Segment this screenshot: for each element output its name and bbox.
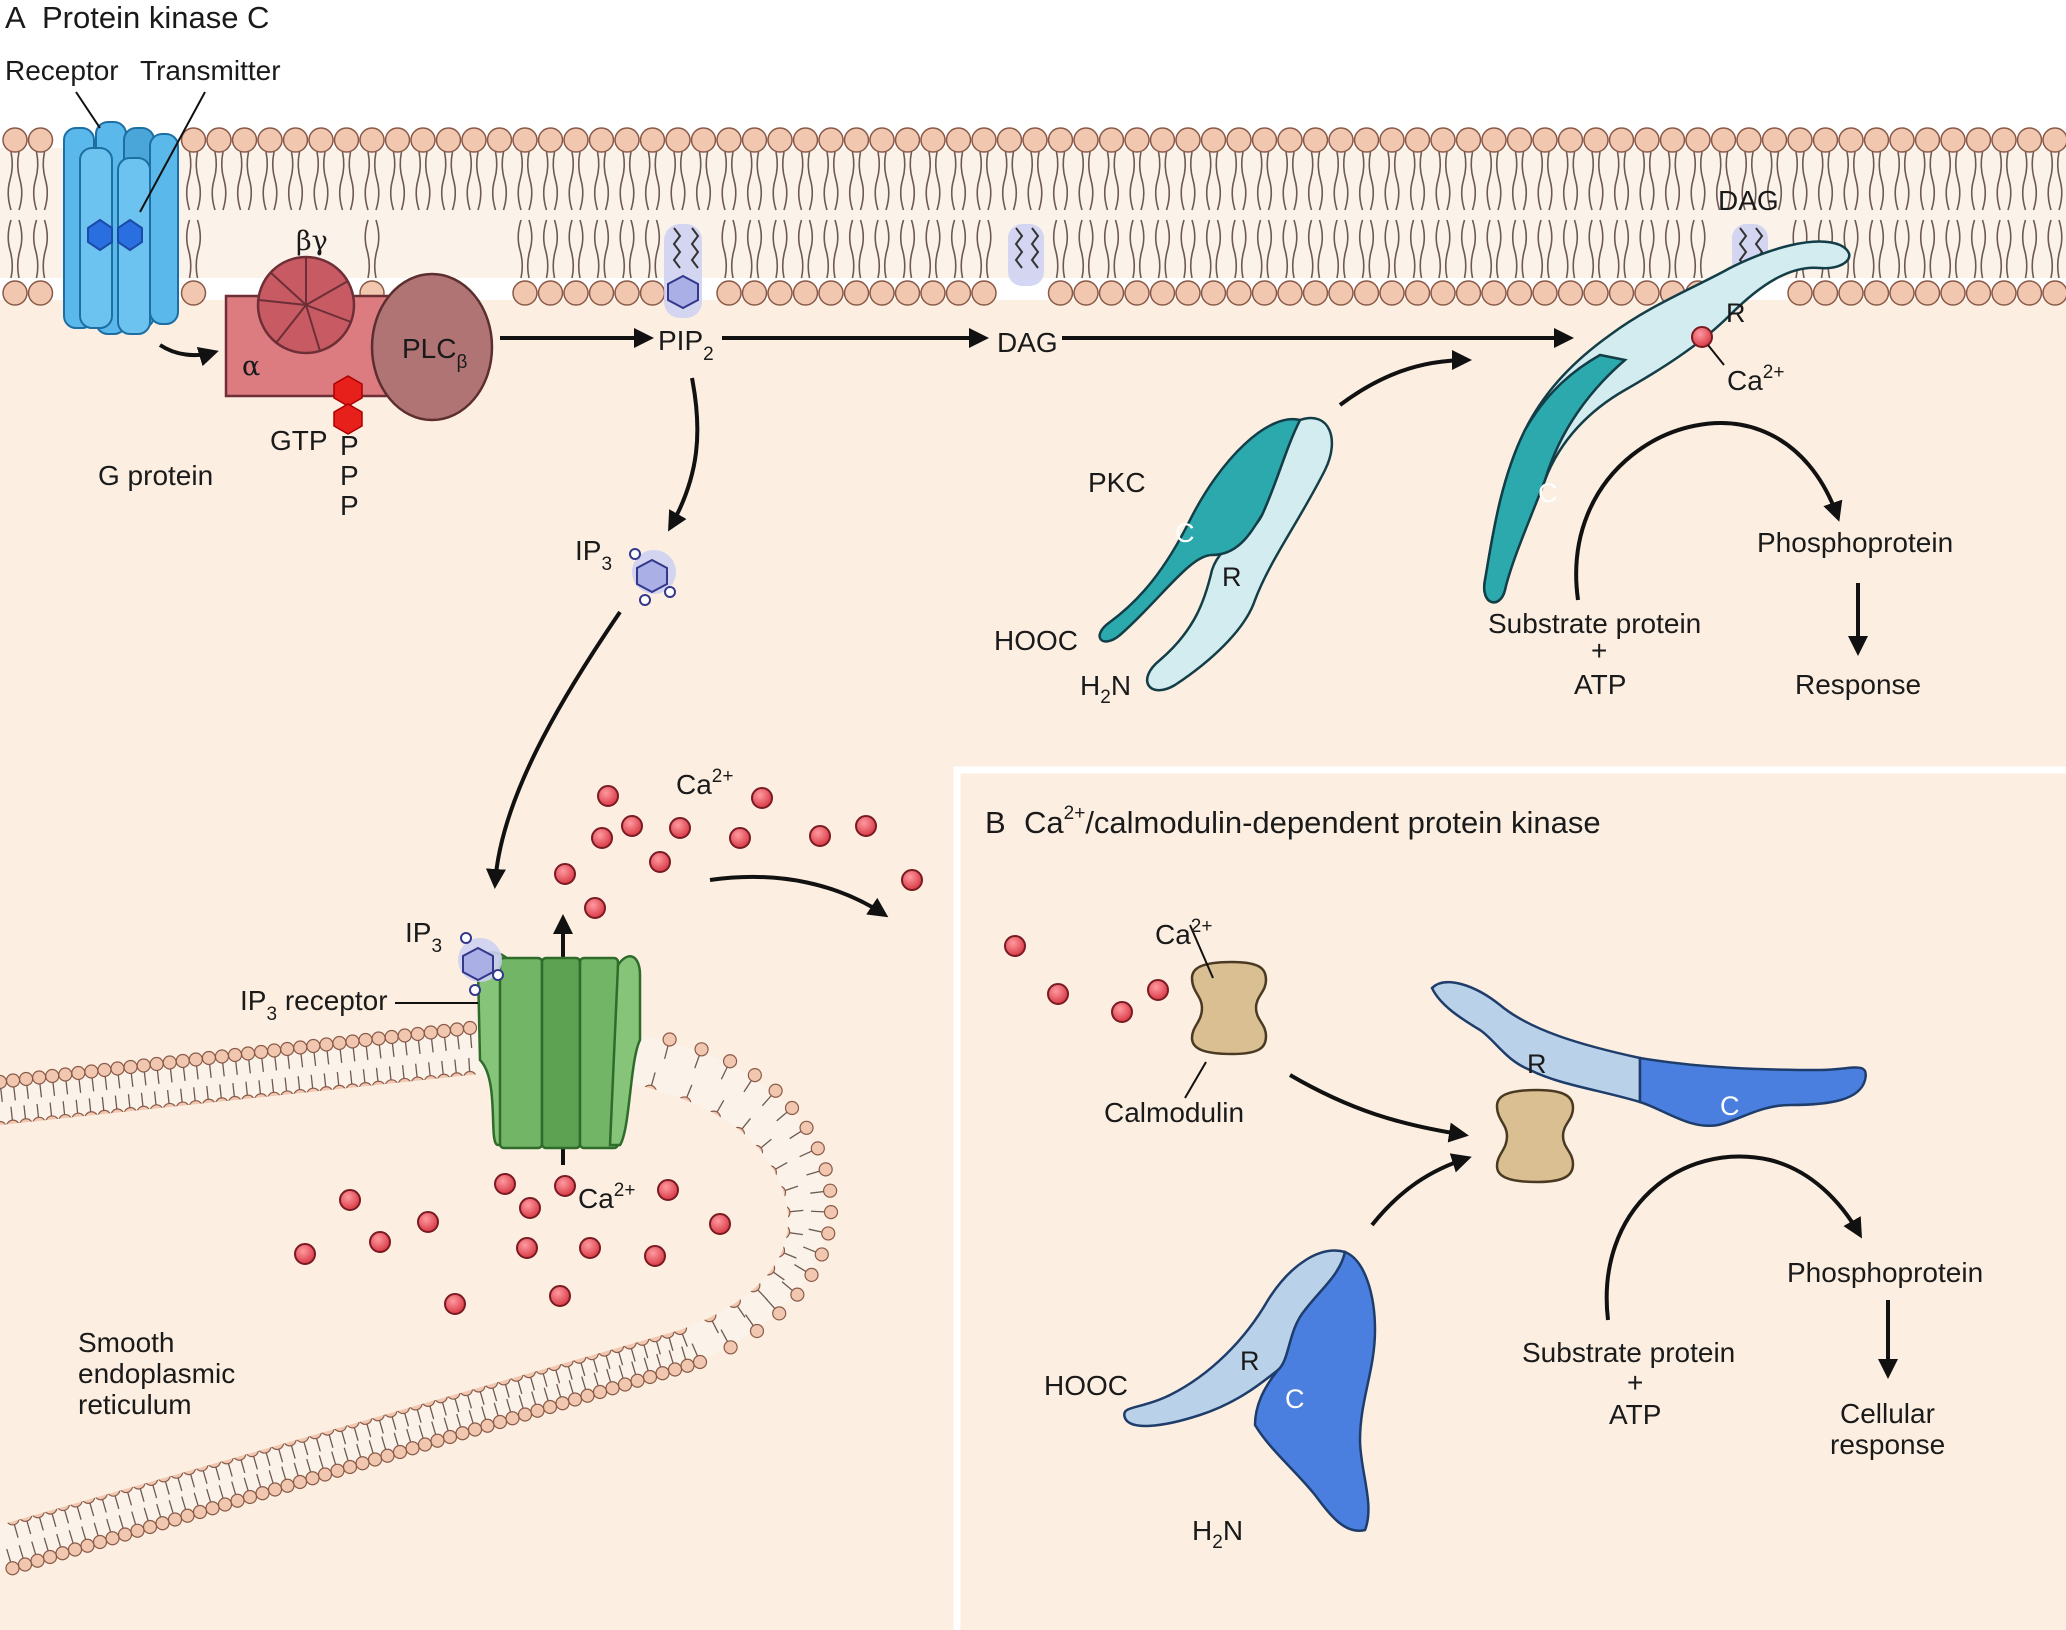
calmodulin-calcium-pointer bbox=[1189, 924, 1214, 979]
calmodulin-binding-arrow bbox=[1288, 1073, 1469, 1143]
phosphate-1-label: P bbox=[340, 430, 359, 461]
dag-lipid-membrane-icon bbox=[1008, 224, 1044, 286]
camk-inactive-icon bbox=[1123, 1249, 1377, 1533]
pkc-phosphoprotein-label: Phosphoprotein bbox=[1757, 527, 1953, 558]
camk-atp-label: ATP bbox=[1609, 1399, 1661, 1430]
pkc-active-icon bbox=[1482, 240, 1851, 604]
pkc-hooc-label: HOOC bbox=[994, 625, 1078, 656]
panel-a-title: Protein kinase C bbox=[42, 0, 269, 35]
transmitter-pointer bbox=[139, 91, 206, 213]
receptor-icon bbox=[63, 121, 179, 335]
transmitter-label: Transmitter bbox=[140, 55, 281, 86]
ip3-receptor-channel-icon bbox=[476, 951, 642, 1150]
pkc-active-r-label: R bbox=[1726, 298, 1746, 328]
pkc-atp-label: ATP bbox=[1574, 669, 1626, 700]
plc-beta-icon bbox=[370, 272, 494, 422]
gtp-label: GTP bbox=[270, 425, 328, 456]
pkc-plus-label: + bbox=[1591, 635, 1607, 666]
pkc-inactive-icon bbox=[1098, 416, 1334, 692]
camk-response-line-2: response bbox=[1830, 1429, 1945, 1460]
pip2-lipid-icon bbox=[664, 224, 702, 318]
receptor-to-gprotein-arrow bbox=[158, 343, 219, 367]
camk-active-icon bbox=[1430, 980, 1868, 1128]
camk-active-r-label: R bbox=[1527, 1049, 1547, 1079]
g-protein-label: G protein bbox=[98, 460, 213, 491]
calcium-to-panel-b-arrow bbox=[709, 874, 889, 918]
pkc-substrate-label: Substrate protein bbox=[1488, 608, 1701, 639]
smooth-er-membrane bbox=[0, 1020, 839, 1576]
camk-activation-arrow bbox=[1370, 1153, 1472, 1227]
panel-b-letter: B bbox=[985, 805, 1006, 840]
camk-inactive-c-label: C bbox=[1285, 1384, 1305, 1414]
calmodulin-calcium-label: Ca2+ bbox=[1155, 916, 1212, 950]
panel-a-letter: A bbox=[5, 0, 26, 35]
er-label-line-3: reticulum bbox=[78, 1389, 192, 1420]
plasma-membrane bbox=[0, 127, 2066, 306]
pkc-active-c-label: C bbox=[1538, 478, 1558, 508]
ip3-molecule-icon bbox=[629, 548, 676, 606]
calmodulin-complex-icon bbox=[1495, 1088, 1575, 1184]
ip3-receptor-label: IP3 receptor bbox=[240, 985, 388, 1025]
calcium-er-label: Ca2+ bbox=[578, 1180, 635, 1214]
panel-b-title: Ca2+/calmodulin-dependent protein kinase bbox=[1024, 803, 1601, 840]
alpha-subunit-label: α bbox=[242, 351, 260, 382]
camk-h2n-label: H2N bbox=[1192, 1515, 1243, 1553]
camk-hooc-label: HOOC bbox=[1044, 1370, 1128, 1401]
ip3-bound-molecule-icon bbox=[458, 932, 504, 996]
camk-phosphorylation-arrow bbox=[1604, 1154, 1862, 1321]
ip3-bound-label: IP3 bbox=[405, 917, 442, 957]
calmodulin-icon bbox=[1190, 960, 1268, 1056]
ip3-to-receptor-arrow bbox=[485, 610, 622, 889]
pkc-h2n-label: H2N bbox=[1080, 670, 1131, 708]
extracellular-space bbox=[0, 0, 2066, 122]
phosphate-2-label: P bbox=[340, 460, 359, 491]
pkc-calcium-pointer bbox=[1707, 344, 1725, 366]
beta-gamma-label: βγ bbox=[296, 226, 328, 257]
pkc-activation-arrow bbox=[1338, 350, 1472, 407]
receptor-pointer bbox=[75, 91, 101, 129]
pkc-calcium-label: Ca2+ bbox=[1727, 362, 1784, 396]
pkc-response-label: Response bbox=[1795, 669, 1921, 700]
camk-phosphoprotein-label: Phosphoprotein bbox=[1787, 1257, 1983, 1288]
plc-label: PLCβ bbox=[402, 333, 467, 373]
er-label-line-2: endoplasmic bbox=[78, 1358, 235, 1389]
pkc-phosphorylation-arrow bbox=[1574, 421, 1843, 601]
camk-inactive-r-label: R bbox=[1240, 1346, 1260, 1376]
transmitter-molecule-icon bbox=[87, 218, 143, 252]
gtp-icon bbox=[333, 375, 363, 435]
pip2-label: PIP2 bbox=[658, 325, 714, 365]
er-lumen bbox=[0, 1072, 789, 1525]
pkc-label: PKC bbox=[1088, 467, 1146, 498]
er-label-line-1: Smooth bbox=[78, 1327, 175, 1358]
calmodulin-pointer bbox=[1184, 1061, 1207, 1099]
phosphate-3-label: P bbox=[340, 490, 359, 521]
pip2-to-ip3-arrow bbox=[668, 377, 700, 532]
camk-response-line-1: Cellular bbox=[1840, 1398, 1935, 1429]
receptor-label: Receptor bbox=[5, 55, 119, 86]
ip3-label: IP3 bbox=[575, 535, 612, 575]
camk-active-c-label: C bbox=[1720, 1091, 1740, 1121]
panel-b-border bbox=[953, 766, 2066, 1630]
dag-pkc-label: DAG bbox=[1718, 185, 1779, 216]
calmodulin-label: Calmodulin bbox=[1104, 1097, 1244, 1128]
camk-plus-label: + bbox=[1627, 1367, 1643, 1398]
calcium-cytosol-label: Ca2+ bbox=[676, 766, 733, 800]
dag-label: DAG bbox=[997, 327, 1058, 358]
camk-substrate-label: Substrate protein bbox=[1522, 1337, 1735, 1368]
pkc-r-label: R bbox=[1222, 562, 1242, 592]
pkc-c-label: C bbox=[1175, 518, 1195, 548]
pkc-bound-calcium-ion bbox=[1691, 326, 1713, 348]
